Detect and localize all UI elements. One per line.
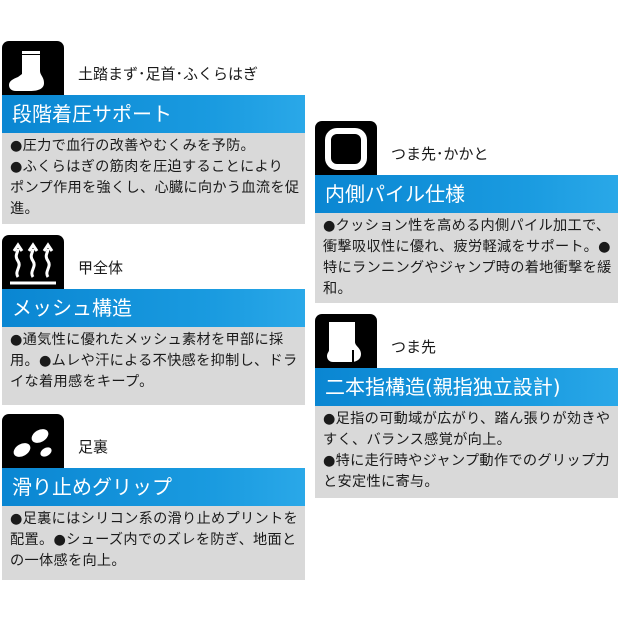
feature-title: 滑り止めグリップ — [2, 468, 305, 506]
grip-dots-icon — [2, 414, 64, 470]
area-label: つま先･かかと — [391, 145, 489, 163]
description-line: ●足指の可動域が広がり、踏ん張りが効きやすく、バランス感覚が向上。 — [323, 411, 611, 448]
feature-title: 段階着圧サポート — [2, 95, 305, 133]
feature-description: ●圧力で血行の改善やむくみを予防。 ●ふくらはぎの筋肉を圧迫することにより ポン… — [2, 133, 305, 224]
ventilation-icon — [2, 235, 64, 291]
description-line: ●足裏にはシリコン系の滑り止めプリントを配置。●シューズ内でのズレを防ぎ、地面と… — [10, 511, 298, 569]
area-label: 足裏 — [78, 438, 109, 456]
feature-title: 二本指構造(親指独立設計) — [315, 368, 618, 406]
sock-icon — [2, 41, 64, 97]
description-line: ●圧力で血行の改善やむくみを予防。 — [10, 138, 256, 154]
feature-description: ●足指の可動域が広がり、踏ん張りが効きやすく、バランス感覚が向上。 ●特に走行時… — [315, 406, 618, 498]
feature-description: ●足裏にはシリコン系の滑り止めプリントを配置。●シューズ内でのズレを防ぎ、地面と… — [2, 506, 305, 580]
area-label: つま先 — [391, 338, 437, 356]
feature-title: メッシュ構造 — [2, 289, 305, 327]
pile-square-icon — [315, 121, 377, 177]
description-line: ●特に走行時やジャンプ動作でのグリップ力と安定性に寄与。 — [323, 453, 610, 490]
split-toe-icon — [315, 314, 377, 370]
description-line: ●ふくらはぎの筋肉を圧迫することにより ポンプ作用を強くし、心臓に向かう血流を促… — [10, 159, 300, 217]
area-label: 土踏まず･足首･ふくらはぎ — [78, 65, 259, 83]
feature-description: ●クッション性を高める内側パイル加工で、衝撃吸収性に優れ、疲労軽減をサポート。●… — [315, 213, 618, 303]
feature-title: 内側パイル仕様 — [315, 175, 618, 213]
description-line: ●クッション性を高める内側パイル加工で、衝撃吸収性に優れ、疲労軽減をサポート。●… — [323, 218, 612, 297]
area-label: 甲全体 — [78, 259, 124, 277]
description-line: ●通気性に優れたメッシュ素材を甲部に採用。●ムレや汗による不快感を抑制し、ドライ… — [10, 332, 298, 390]
feature-description: ●通気性に優れたメッシュ素材を甲部に採用。●ムレや汗による不快感を抑制し、ドライ… — [2, 327, 305, 405]
